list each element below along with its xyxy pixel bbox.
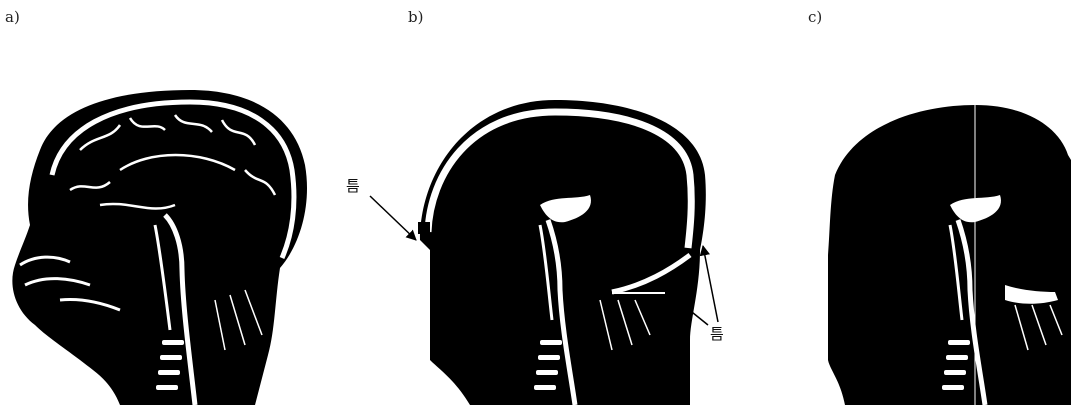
panel-label-a: a) xyxy=(5,8,20,26)
panel-b-gap-left xyxy=(418,222,430,234)
gap-label-left: 틈 xyxy=(346,177,360,195)
gap-arrow-right-upper xyxy=(703,246,718,322)
gap-label-right: 틈 xyxy=(710,325,724,343)
panel-c-head-scan xyxy=(828,100,1071,407)
panel-label-b: b) xyxy=(408,8,423,26)
panel-b-head-scan: 틈 틈 xyxy=(346,100,724,405)
panel-label-c: c) xyxy=(808,8,822,26)
gap-arrow-left xyxy=(370,196,416,240)
panel-a-head-scan xyxy=(12,90,307,405)
